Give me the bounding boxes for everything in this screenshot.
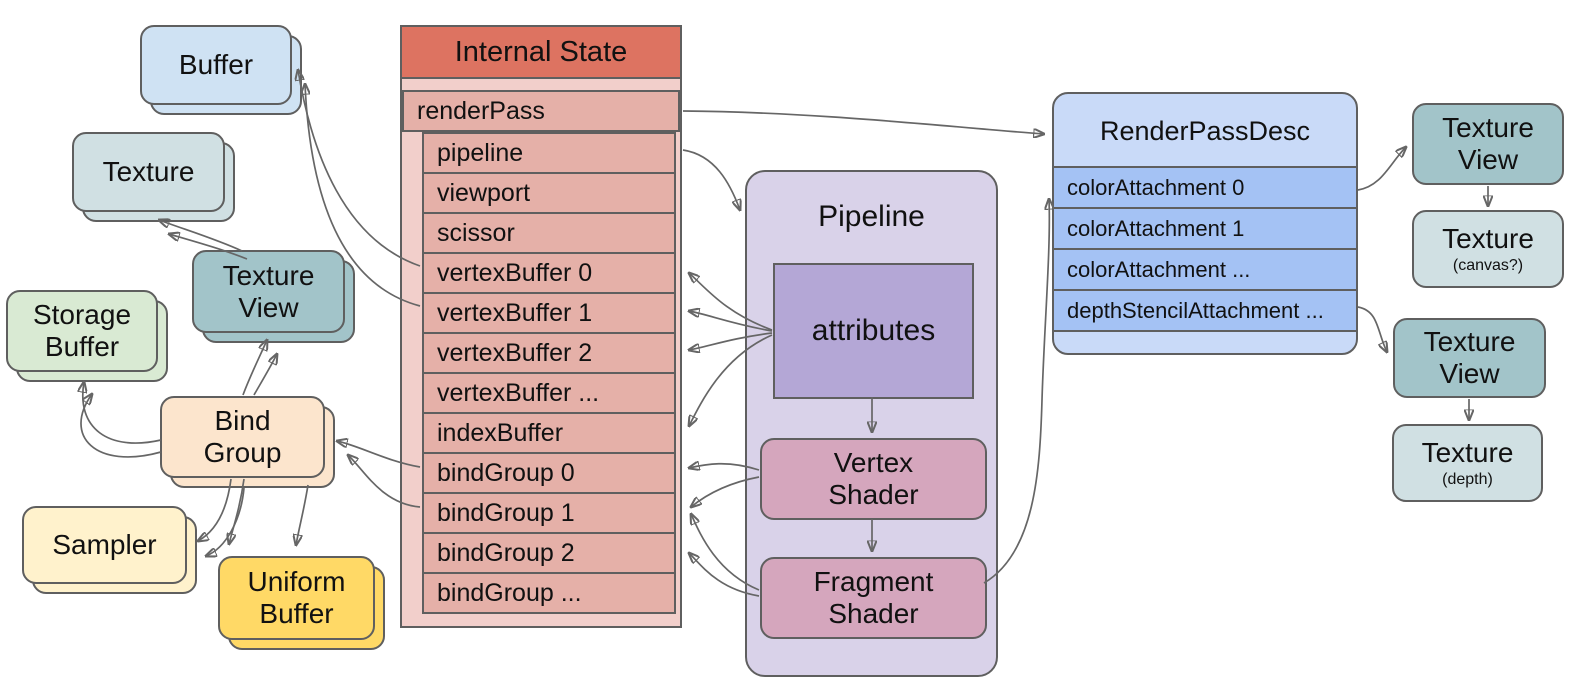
texture-label: Texture <box>102 156 195 188</box>
row-bindgroup-0: bindGroup 0 <box>422 452 676 494</box>
arrow-bindgroup-to-sampler-2 <box>206 487 245 556</box>
uniform-buffer-label: Uniform Buffer <box>247 566 346 629</box>
buffer-card-stack: Buffer <box>140 25 302 115</box>
internal-state-table: Internal State renderPass pipeline viewp… <box>400 25 682 628</box>
row-renderpass: renderPass <box>402 90 680 132</box>
row-vertexbuffer-more: vertexBuffer ... <box>422 372 676 414</box>
arrow-bindgroup-to-storagebuffer-1 <box>83 382 162 444</box>
buffer-label: Buffer <box>178 49 254 81</box>
buffer-card: Buffer <box>140 25 292 105</box>
fragment-shader-label: Fragment Shader <box>813 566 934 629</box>
row-bindgroup-more: bindGroup ... <box>422 572 676 614</box>
row-bindgroup-2: bindGroup 2 <box>422 532 676 574</box>
arrow-pipeline-row-to-pipeline <box>682 149 740 210</box>
internal-state-subrows: pipeline viewport scissor vertexBuffer 0… <box>402 132 680 614</box>
render-pass-desc-table: RenderPassDesc colorAttachment 0 colorAt… <box>1052 92 1358 355</box>
uniform-buffer-card-stack: Uniform Buffer <box>218 556 385 650</box>
arrow-renderpass-to-renderpassdesc <box>682 110 1044 134</box>
internal-state-gap <box>402 79 680 90</box>
pipeline-box: Pipeline attributes Vertex Shader Fragme… <box>745 170 998 677</box>
row-scissor: scissor <box>422 212 676 254</box>
sampler-label: Sampler <box>52 529 157 561</box>
arrow-bindgroup-to-uniformbuffer-2 <box>296 484 309 545</box>
row-colorattachment-1: colorAttachment 1 <box>1054 207 1356 250</box>
texture-canvas-card: Texture (canvas?) <box>1412 210 1564 288</box>
arrow-depthstencil-to-textureview <box>1357 306 1387 352</box>
attributes-label: attributes <box>811 314 936 347</box>
texture-canvas-sublabel: (canvas?) <box>1452 257 1524 275</box>
arrow-bindgroup-to-uniformbuffer-1 <box>229 478 245 544</box>
render-pass-desc-title: RenderPassDesc <box>1099 115 1311 146</box>
texture-view-left-card: Texture View <box>192 250 345 333</box>
arrow-bindgroup-to-textureview-1 <box>242 340 267 396</box>
row-viewport: viewport <box>422 172 676 214</box>
sampler-card-stack: Sampler <box>22 506 197 594</box>
vertex-shader-label: Vertex Shader <box>828 447 919 510</box>
texture-view-bottom-right-card: Texture View <box>1393 318 1546 398</box>
bind-group-card: Bind Group <box>160 396 325 478</box>
bind-group-card-stack: Bind Group <box>160 396 335 488</box>
attributes-box: attributes <box>773 263 974 399</box>
texture-view-bottom-right-label: Texture View <box>1423 326 1516 389</box>
storage-buffer-card: Storage Buffer <box>6 290 158 372</box>
texture-view-top-right-card: Texture View <box>1412 103 1564 185</box>
sampler-card: Sampler <box>22 506 187 584</box>
internal-state-title: Internal State <box>402 27 680 79</box>
row-colorattachment-0: colorAttachment 0 <box>1054 166 1356 209</box>
fragment-shader-box: Fragment Shader <box>760 557 987 639</box>
uniform-buffer-card: Uniform Buffer <box>218 556 375 640</box>
texture-depth-card: Texture (depth) <box>1392 424 1543 502</box>
row-vertexbuffer-2: vertexBuffer 2 <box>422 332 676 374</box>
arrow-bindgroup-to-textureview-2 <box>253 354 277 396</box>
storage-buffer-card-stack: Storage Buffer <box>6 290 168 382</box>
texture-canvas-label: Texture <box>1442 223 1534 255</box>
arrow-textureview-to-texture-1 <box>159 220 243 252</box>
arrow-bindgroup-to-storagebuffer-2 <box>80 394 162 458</box>
bind-group-label: Bind Group <box>203 405 282 468</box>
texture-view-top-right-label: Texture View <box>1442 112 1534 175</box>
texture-depth-sublabel: (depth) <box>1442 471 1493 489</box>
row-vertexbuffer-1: vertexBuffer 1 <box>422 292 676 334</box>
row-indexbuffer: indexBuffer <box>422 412 676 454</box>
row-vertexbuffer-0: vertexBuffer 0 <box>422 252 676 294</box>
row-bindgroup-1: bindGroup 1 <box>422 492 676 534</box>
arrow-bindgroup-to-sampler-1 <box>198 478 232 541</box>
arrow-colorattachment0-to-textureview <box>1357 147 1406 191</box>
row-depthstencilattachment: depthStencilAttachment ... <box>1054 289 1356 332</box>
texture-view-left-card-stack: Texture View <box>192 250 355 343</box>
texture-card-stack: Texture <box>72 132 235 222</box>
storage-buffer-label: Storage Buffer <box>32 299 132 362</box>
texture-view-left-label: Texture View <box>222 259 315 323</box>
vertex-shader-box: Vertex Shader <box>760 438 987 520</box>
row-pipeline: pipeline <box>422 132 676 174</box>
pipeline-title: Pipeline <box>818 200 925 233</box>
texture-depth-label: Texture <box>1421 437 1514 469</box>
texture-card: Texture <box>72 132 225 212</box>
row-colorattachment-more: colorAttachment ... <box>1054 248 1356 291</box>
